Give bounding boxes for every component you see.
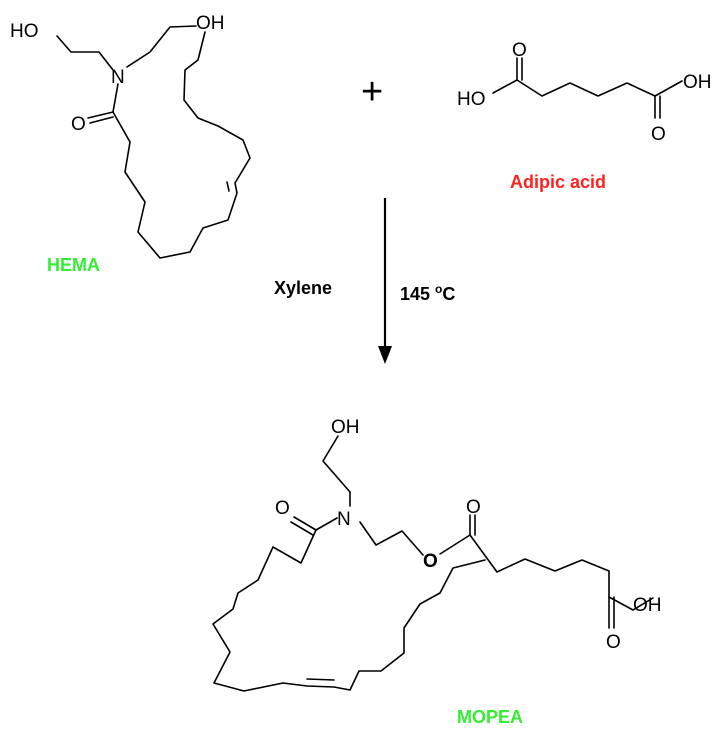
mopea-ester-oxygen: O [423, 551, 438, 572]
mopea-bonds [212, 435, 654, 692]
hema-label: HEMA [47, 255, 100, 275]
temperature-label: 145 oC [400, 282, 455, 304]
adipic-acid-bonds [492, 57, 683, 119]
mopea-oh-top: OH [331, 417, 360, 438]
reaction-arrow [378, 198, 392, 364]
hema-nitrogen: N [111, 67, 125, 88]
mopea-nitrogen: N [337, 509, 351, 530]
hema-bonds [56, 25, 251, 259]
adipic-carbonyl-oxygen-left: O [512, 40, 527, 61]
adipic-acid-label: Adipic acid [510, 172, 606, 192]
adipic-carbonyl-oxygen-right: O [651, 124, 666, 145]
adipic-acid-structure: HO OH O O Adipic acid [457, 40, 712, 192]
mopea-atoms: OH N O O O OH O [275, 417, 662, 653]
plus-sign: + [361, 71, 383, 113]
temperature-unit: C [442, 284, 455, 304]
temperature-value: 145 [400, 284, 435, 304]
mopea-structure: OH N O O O OH O MOPEA [212, 417, 662, 727]
hema-oh-left: HO [10, 21, 39, 42]
adipic-acid-atoms: HO OH O O [457, 40, 712, 145]
adipic-oh-right: OH [683, 72, 712, 93]
hema-structure: HO OH N O HEMA [10, 13, 251, 275]
mopea-acid-carbonyl-oxygen: O [606, 632, 621, 653]
temperature-degree: o [435, 282, 442, 296]
hema-atoms: HO OH N O [10, 13, 225, 135]
hema-carbonyl-oxygen: O [71, 114, 86, 135]
mopea-acid-oh: OH [633, 595, 662, 616]
hema-oh-right: OH [196, 13, 225, 34]
mopea-amide-oxygen: O [275, 498, 290, 519]
mopea-ester-carbonyl-oxygen: O [466, 497, 481, 518]
adipic-oh-left: HO [457, 89, 486, 110]
solvent-label: Xylene [274, 278, 332, 298]
mopea-label: MOPEA [457, 707, 523, 727]
